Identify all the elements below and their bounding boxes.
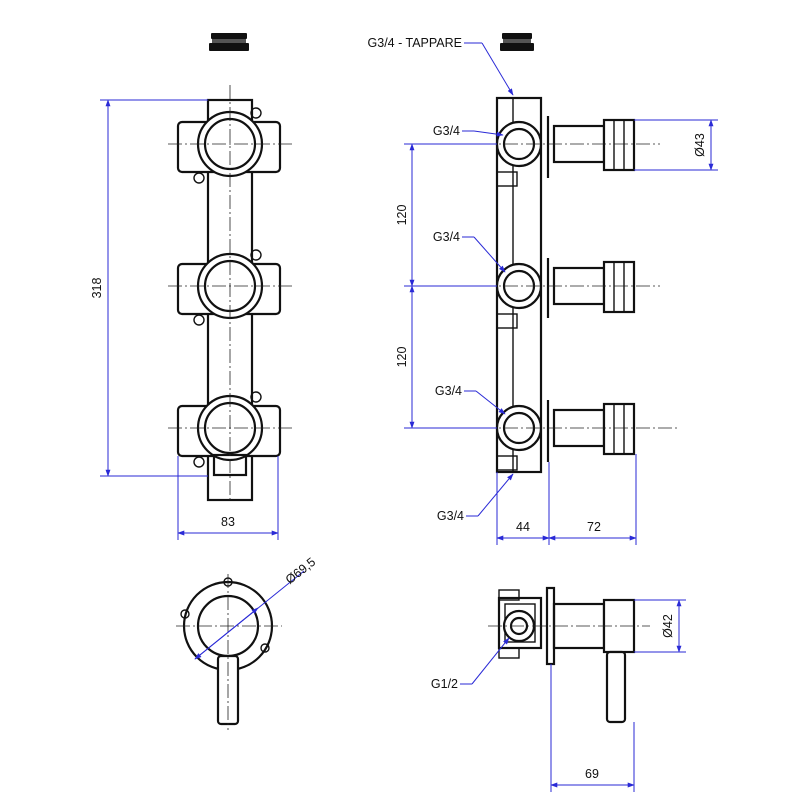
- dim-overall-height-label: 318: [90, 278, 104, 299]
- dim-spout-length-label: 72: [587, 520, 601, 534]
- callout-plug: G3/4 - TAPPARE: [368, 36, 514, 96]
- callout-port-base: G3/4: [437, 473, 514, 523]
- dim-front-width: 83: [177, 456, 279, 540]
- dim-body-depth-label: 44: [516, 520, 530, 534]
- dim-spout-length: 72: [548, 454, 637, 545]
- mixer-side-view: [488, 586, 650, 724]
- dim-spacing-lower-label: 120: [395, 347, 409, 368]
- callout-port-middle-label: G3/4: [433, 230, 460, 244]
- front-view-body: [168, 85, 292, 502]
- side-view-body: [482, 96, 680, 474]
- front-boss-middle: [176, 249, 282, 326]
- callout-thread-label: G1/2: [431, 677, 458, 691]
- side-port-bottom: [495, 402, 636, 456]
- side-port-middle: [495, 260, 636, 314]
- dim-front-width-label: 83: [221, 515, 235, 529]
- callout-thread: G1/2: [431, 637, 510, 691]
- dim-handle-diameter-label: Ø42: [661, 614, 675, 638]
- dim-spacing-upper: 120: [395, 143, 497, 287]
- plug-cap-left: [209, 33, 249, 51]
- callout-plug-label: G3/4 - TAPPARE: [368, 36, 462, 50]
- dim-projection: 69: [550, 664, 635, 792]
- dim-spacing-lower: 120: [395, 285, 497, 429]
- dim-overall-height: 318: [90, 99, 208, 477]
- dim-rosette-diameter-label: Ø69,5: [283, 555, 318, 587]
- plug-cap-right: [500, 33, 534, 51]
- dim-spacing-upper-label: 120: [395, 205, 409, 226]
- dim-spout-diameter: Ø43: [634, 119, 718, 171]
- callout-port-bottom-label: G3/4: [435, 384, 462, 398]
- callout-port-top: G3/4: [433, 124, 504, 138]
- front-boss-top: [176, 107, 282, 184]
- dim-body-depth: 44: [496, 462, 550, 545]
- mixer-front-view: [176, 574, 282, 730]
- callout-port-middle: G3/4: [433, 230, 506, 273]
- dim-spout-diameter-label: Ø43: [693, 133, 707, 157]
- callout-port-bottom: G3/4: [435, 384, 506, 415]
- dim-handle-diameter: Ø42: [634, 599, 686, 653]
- callout-port-base-label: G3/4: [437, 509, 464, 523]
- callout-port-top-label: G3/4: [433, 124, 460, 138]
- side-port-top: [495, 118, 636, 172]
- dim-projection-label: 69: [585, 767, 599, 781]
